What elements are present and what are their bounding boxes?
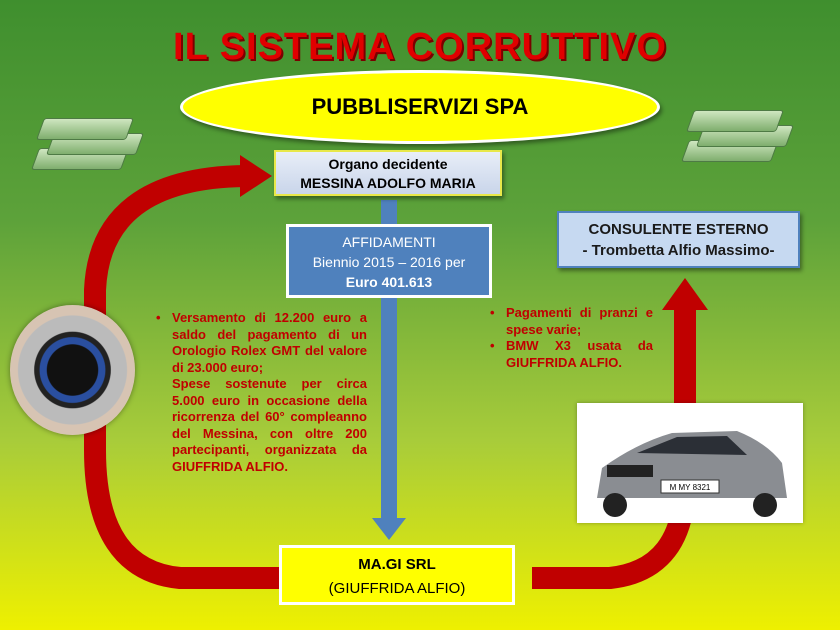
money-stack-right-icon [675, 100, 795, 175]
bmw-car-image: M MY 8321 [577, 403, 803, 523]
left-loop-arrow [84, 165, 279, 589]
car-plate: M MY 8321 [670, 483, 711, 492]
organo-name: MESSINA ADOLFO MARIA [300, 175, 476, 191]
left-arrowhead [240, 155, 272, 197]
right-bullet-list: •Pagamenti di pranzi e spese varie; •BMW… [490, 305, 653, 371]
magi-owner: (GIUFFRIDA ALFIO) [328, 580, 466, 597]
rolex-watch-image [10, 305, 135, 435]
organo-label: Organo decidente [328, 156, 448, 172]
list-item: Spese sostenute per circa 5.000 euro in … [172, 376, 367, 474]
list-item: •Versamento di 12.200 euro a saldo del p… [156, 310, 367, 375]
organo-decidente-box: Organo decidente MESSINA ADOLFO MARIA [274, 150, 502, 196]
magi-srl-box: MA.GI SRL (GIUFFRIDA ALFIO) [279, 545, 515, 605]
page-title: IL SISTEMA CORRUTTIVO [173, 26, 667, 68]
affidamenti-label: AFFIDAMENTI [342, 234, 436, 250]
magi-name: MA.GI SRL [358, 556, 436, 573]
consulente-name: - Trombetta Alfio Massimo- [582, 242, 775, 259]
down-arrowhead [372, 518, 406, 540]
left-bullet-list: •Versamento di 12.200 euro a saldo del p… [156, 310, 367, 475]
consulente-label: CONSULENTE ESTERNO [588, 221, 769, 238]
affidamenti-box: AFFIDAMENTI Biennio 2015 – 2016 per Euro… [286, 224, 492, 298]
up-arrowhead [662, 278, 708, 310]
consulente-box: CONSULENTE ESTERNO - Trombetta Alfio Mas… [557, 211, 800, 268]
affidamenti-amount: Euro 401.613 [345, 274, 433, 290]
list-item: •Pagamenti di pranzi e spese varie; [490, 305, 653, 337]
list-item: •BMW X3 usata da GIUFFRIDA ALFIO. [490, 338, 653, 370]
company-ellipse: PUBBLISERVIZI SPA [180, 70, 660, 144]
money-stack-left-icon [25, 108, 145, 183]
affidamenti-period: Biennio 2015 – 2016 per [312, 254, 466, 270]
